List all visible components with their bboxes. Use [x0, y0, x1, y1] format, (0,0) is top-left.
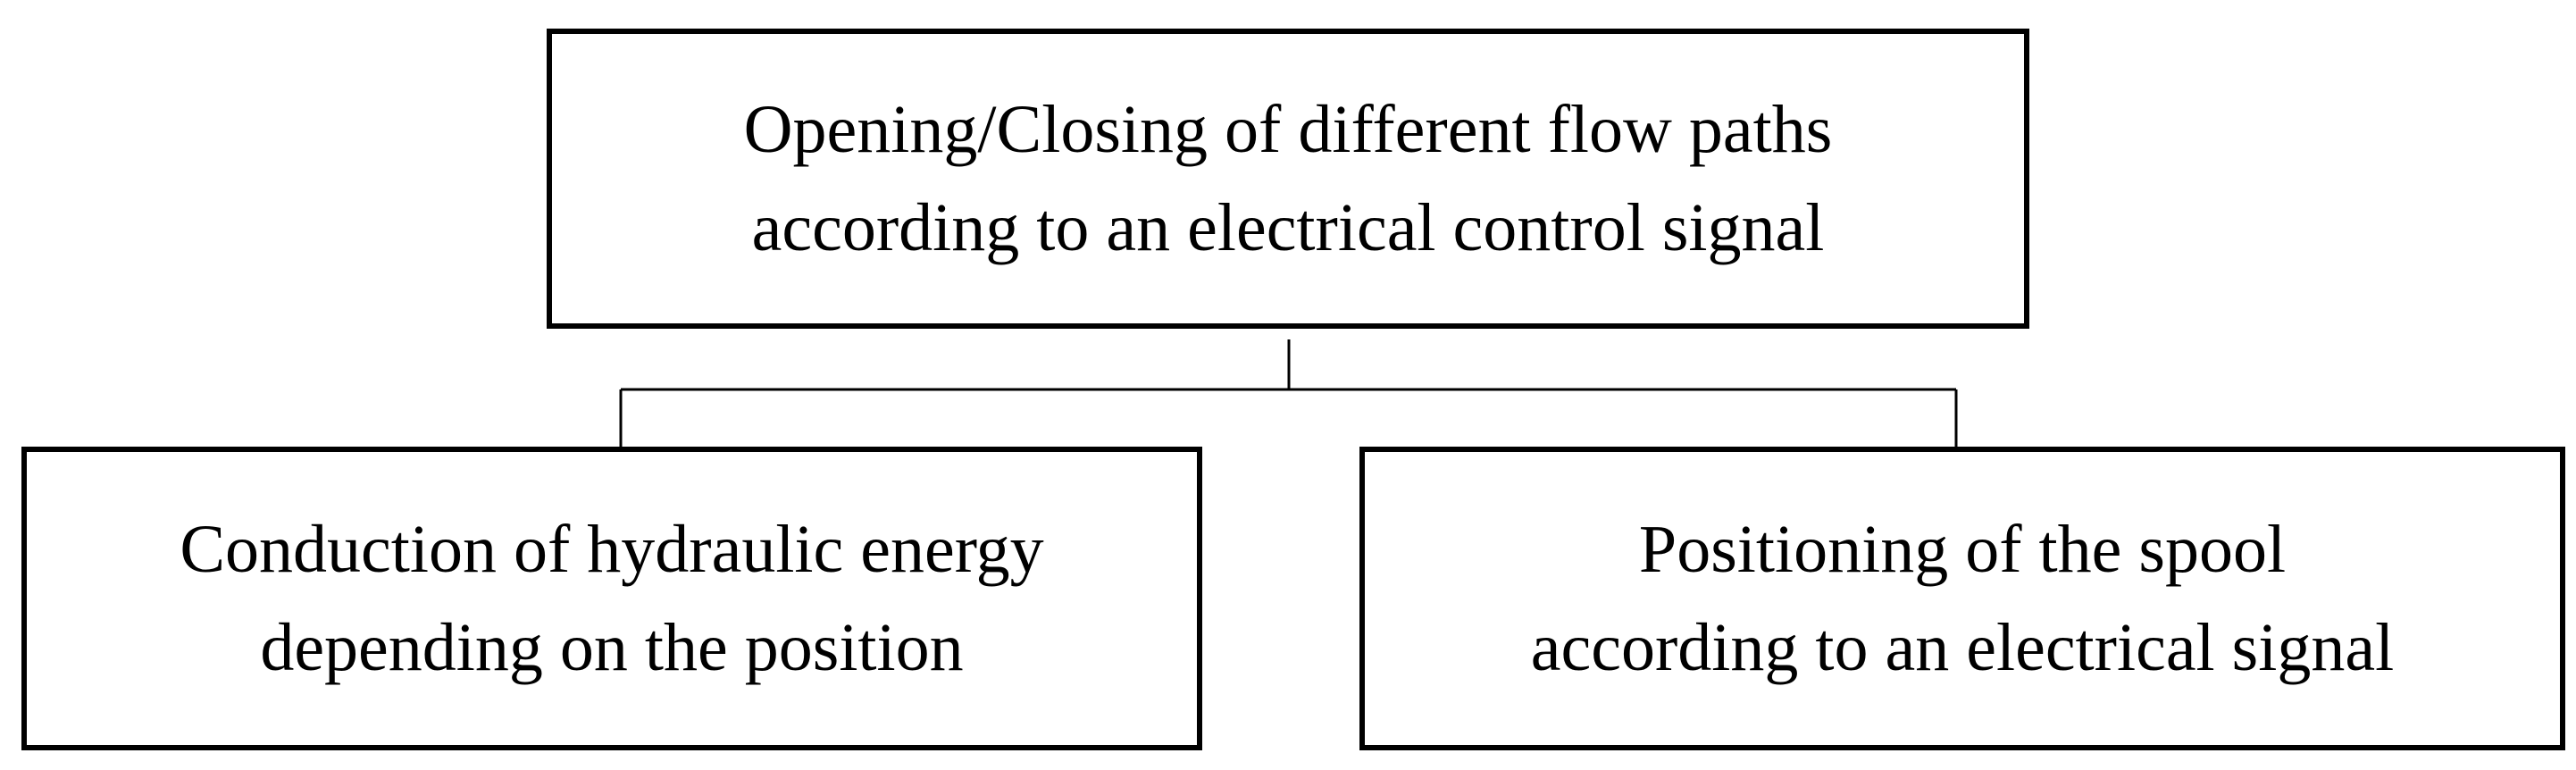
right-box-line-1: Positioning of the spool	[1638, 512, 2287, 587]
right-box-line-2: according to an electrical signal	[1530, 610, 2395, 685]
left-box-line-1: Conduction of hydraulic energy	[180, 512, 1044, 587]
top-function-box: Opening/Closing of different flow paths …	[547, 29, 2029, 329]
top-box-line-1: Opening/Closing of different flow paths	[743, 92, 1833, 167]
left-box-line-2: depending on the position	[260, 610, 964, 685]
top-box-line-2: according to an electrical control signa…	[751, 190, 1825, 265]
left-subfunction-box: Conduction of hydraulic energy depending…	[21, 447, 1202, 750]
right-subfunction-box: Positioning of the spool according to an…	[1359, 447, 2565, 750]
